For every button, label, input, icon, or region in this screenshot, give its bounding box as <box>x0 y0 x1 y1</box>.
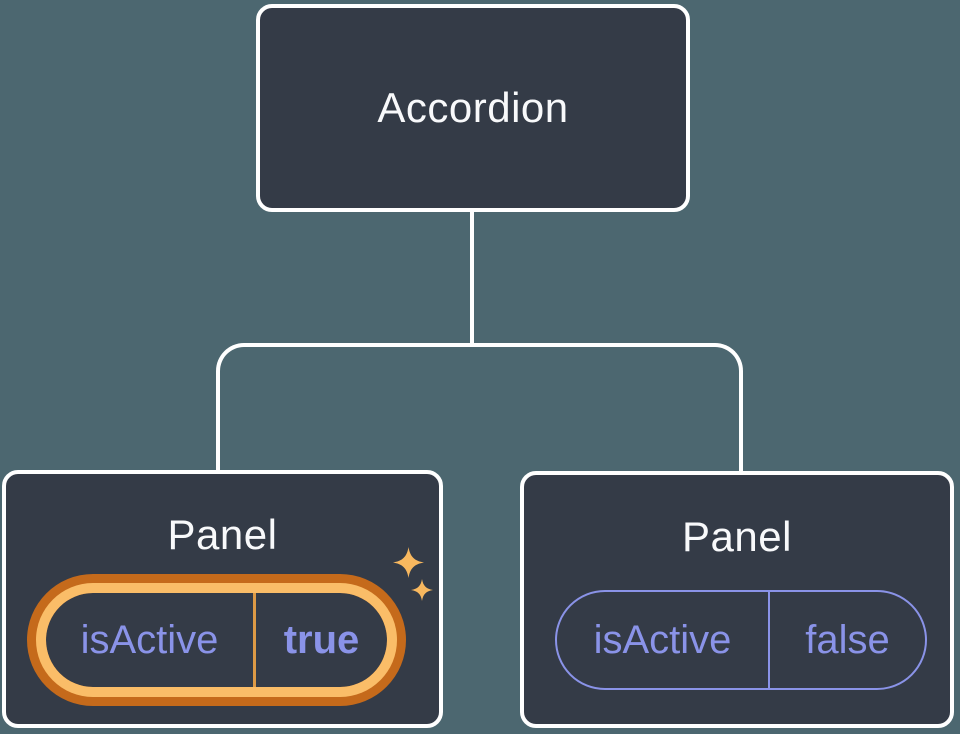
prop-pill-active: isActive true <box>46 593 387 687</box>
prop-pill-inactive: isActive false <box>555 590 927 690</box>
panel-inactive-label: Panel <box>682 513 792 560</box>
sparkle-icon-small <box>411 579 433 601</box>
connector-branch <box>216 343 743 474</box>
prop-value-inactive: false <box>805 617 890 662</box>
sparkle-icon-large <box>393 547 424 578</box>
connector-stem <box>470 209 474 346</box>
prop-name-inactive: isActive <box>557 592 770 688</box>
prop-name-active: isActive <box>46 593 256 687</box>
accordion-label: Accordion <box>377 84 569 131</box>
accordion-node: Accordion <box>256 4 690 212</box>
panel-node-inactive: Panel isActive false <box>520 471 954 728</box>
panel-active-label: Panel <box>167 511 278 558</box>
prop-value-active: true <box>283 617 360 662</box>
panel-node-active: Panel isActive true <box>2 470 443 728</box>
